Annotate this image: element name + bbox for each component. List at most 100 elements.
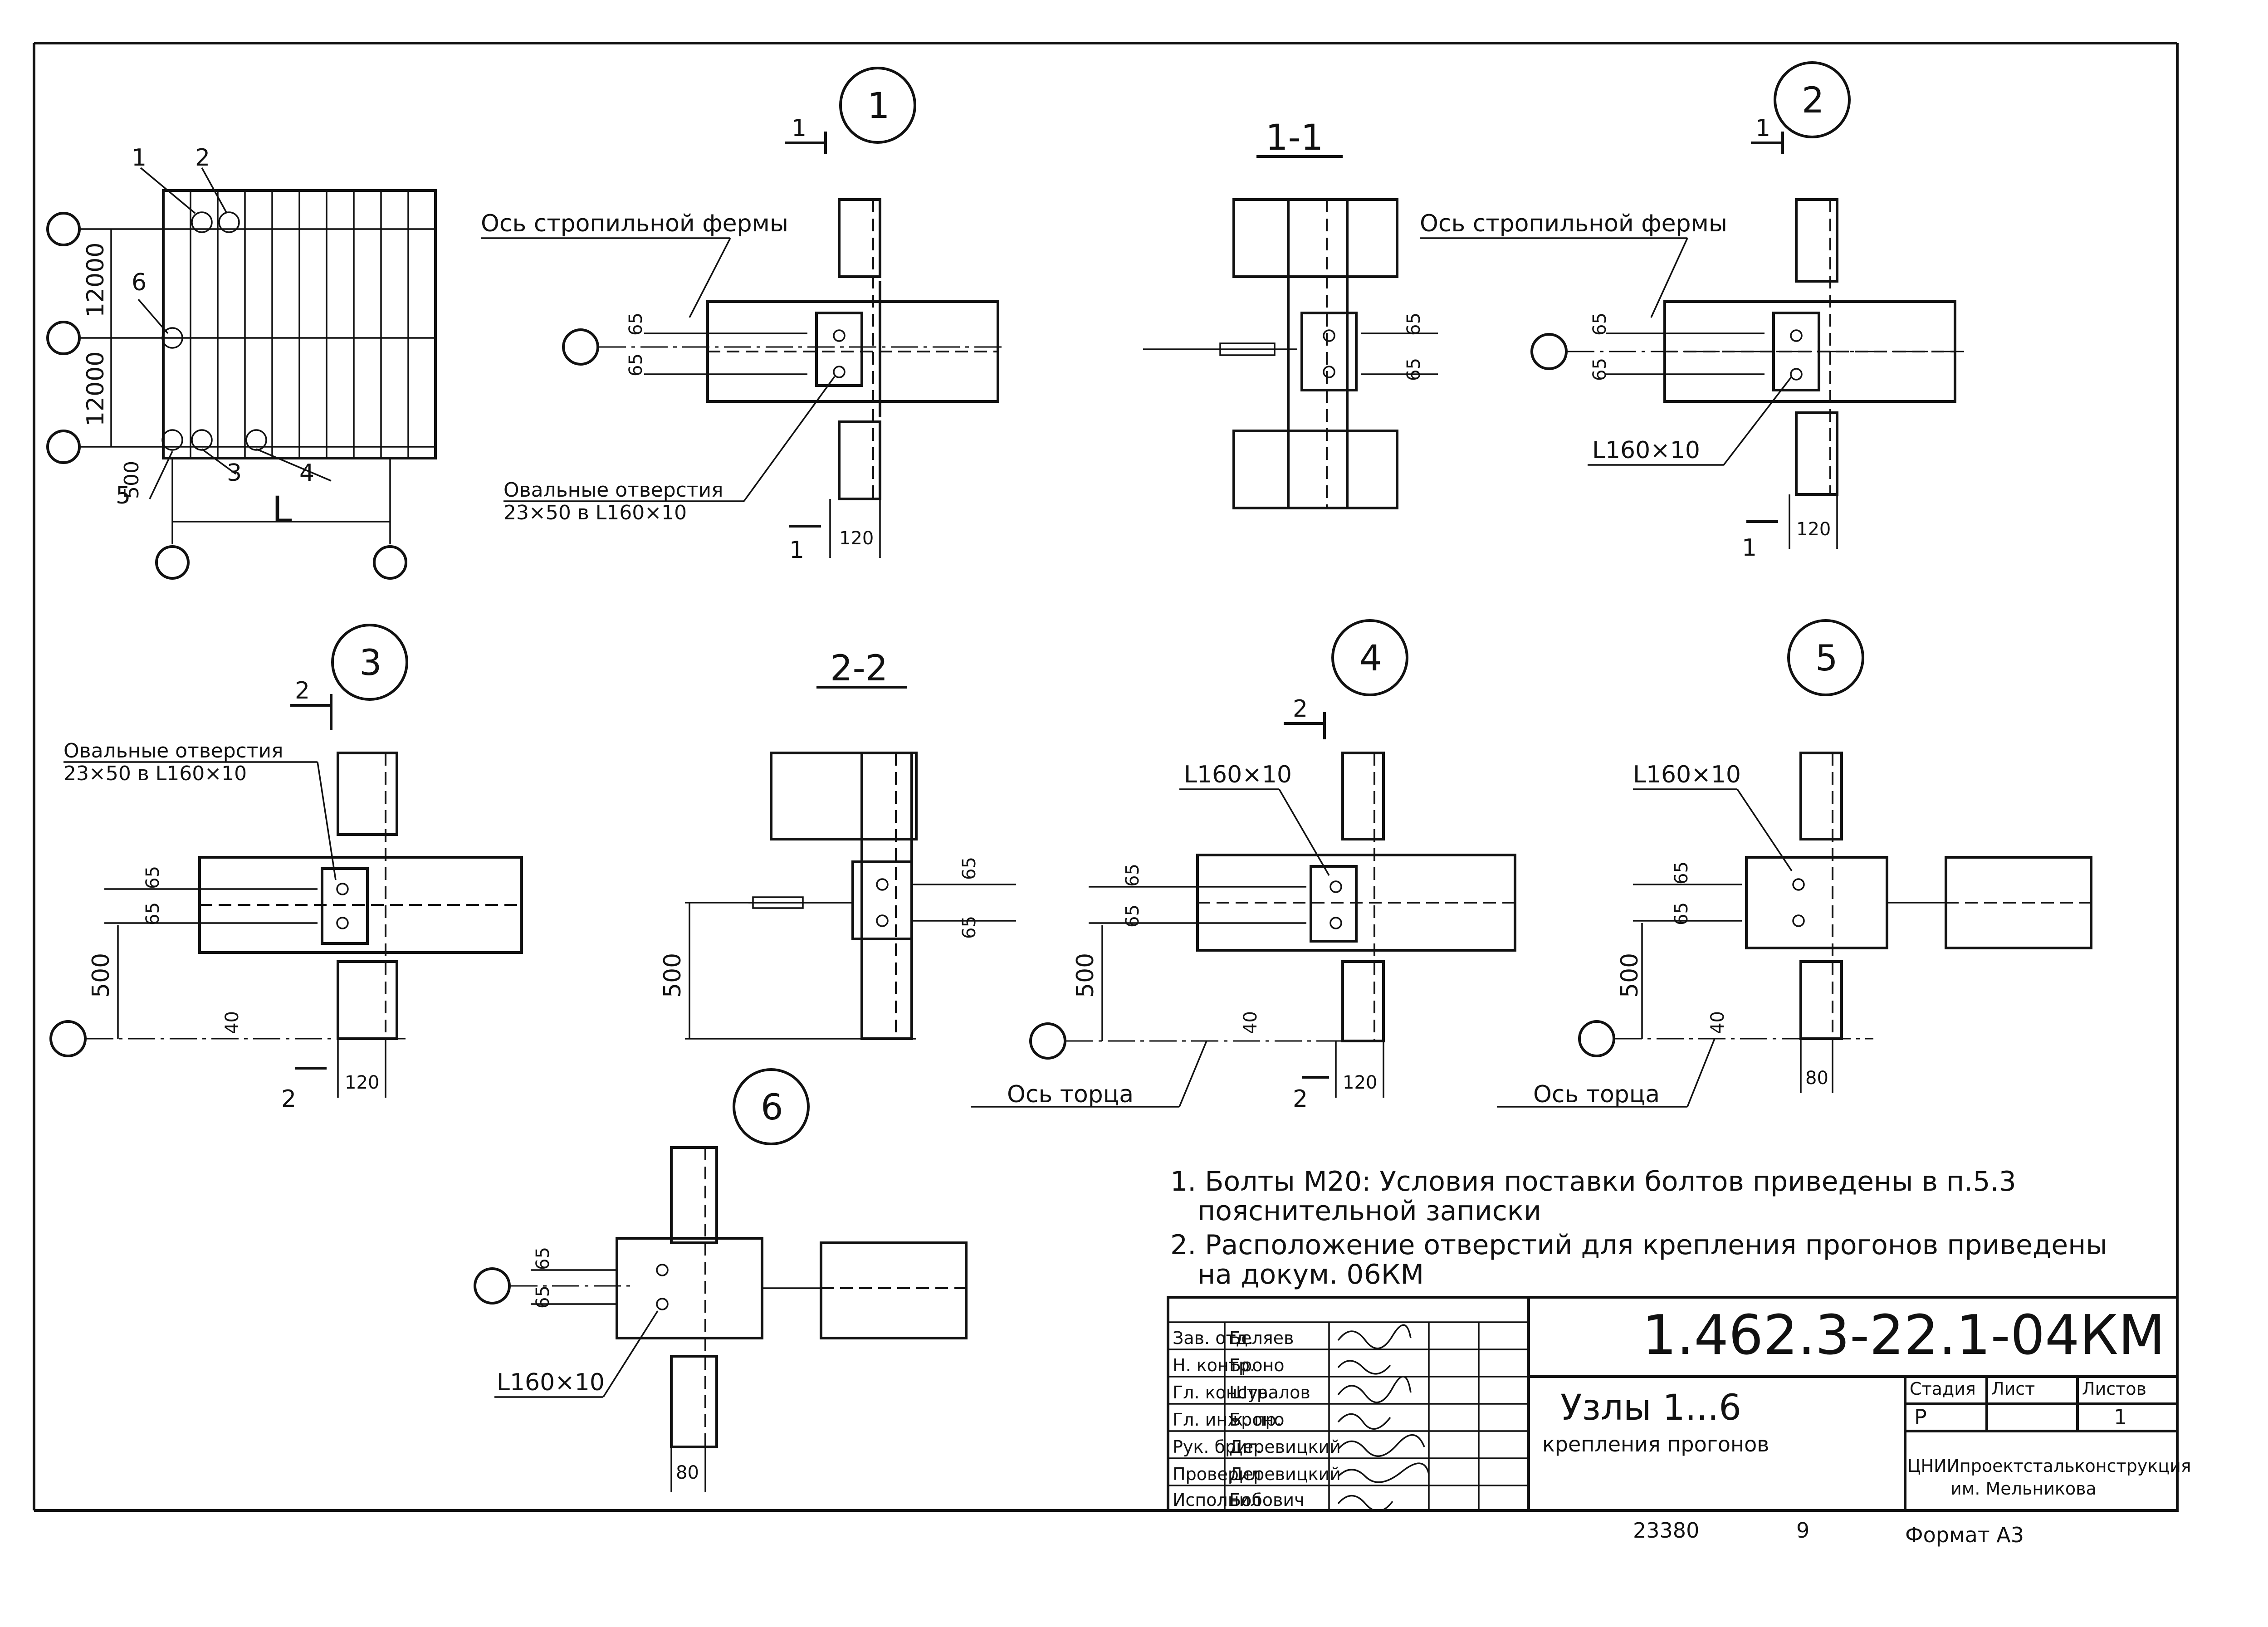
node-3-dim-65b: 65 xyxy=(142,902,163,925)
name-2: Шувалов xyxy=(1229,1383,1310,1402)
section-2-2-label: 2-2 xyxy=(830,648,888,689)
plan-callout-3: 3 xyxy=(227,459,242,487)
name-4: Деревицкий xyxy=(1229,1437,1341,1457)
node-4-cut-label: 2 xyxy=(1293,695,1308,723)
section-2-2-dim-500: 500 xyxy=(659,953,686,998)
section-1-1-dim-65b: 65 xyxy=(1403,358,1424,381)
node-2: 2 1 65 65 120 1 Ось стропильной фермы L1… xyxy=(1420,61,1964,562)
node-6-dim-65b: 65 xyxy=(533,1285,553,1309)
title-line2: крепления прогонов xyxy=(1542,1432,1769,1456)
node-4-dim-65a: 65 xyxy=(1122,864,1143,887)
name-6: Бобович xyxy=(1229,1490,1305,1510)
notes: 1. Болты М20: Условия поставки болтов пр… xyxy=(1170,1166,2107,1290)
stage-value: Р xyxy=(1914,1405,1927,1429)
signatures xyxy=(1337,1324,1430,1512)
node-5-end-axis-label: Ось торца xyxy=(1533,1081,1660,1108)
name-1: Броно xyxy=(1229,1355,1285,1375)
node-2-truss-axis-label: Ось стропильной фермы xyxy=(1420,210,1727,237)
note-1-line1: 1. Болты М20: Условия поставки болтов пр… xyxy=(1170,1166,2016,1197)
node-3-number: 3 xyxy=(359,643,382,684)
name-5: Деревицкий xyxy=(1229,1464,1341,1484)
node-4-dim-40: 40 xyxy=(1240,1011,1261,1034)
sheet-header: Лист xyxy=(1991,1379,2035,1399)
node-3-dim-120: 120 xyxy=(345,1072,379,1093)
node-1-cut-label: 1 xyxy=(792,115,807,142)
node-4-end-axis-label: Ось торца xyxy=(1007,1081,1134,1108)
node-2-cut-label: 1 xyxy=(1755,115,1770,142)
node-1-number: 1 xyxy=(867,86,890,127)
plan-dim-12000-bottom: 12000 xyxy=(82,352,109,426)
plan-callout-1: 1 xyxy=(132,144,147,171)
section-1-1-label: 1-1 xyxy=(1266,117,1323,158)
sheet-frame xyxy=(33,42,2179,1512)
node-6-dim-65a: 65 xyxy=(533,1247,553,1270)
node-4-number: 4 xyxy=(1359,638,1382,679)
section-1-1-dim-65a: 65 xyxy=(1403,313,1424,336)
title-block: Зав. отд. Н. контр. Гл. констр. Гл. инж.… xyxy=(1167,1296,2191,1512)
role-0: Зав. отд. xyxy=(1173,1328,1253,1348)
node-5-dim-500: 500 xyxy=(1616,953,1643,998)
plan-dim-500: 500 xyxy=(120,461,143,499)
footer: 23380 9 Формат А3 xyxy=(1633,1518,2024,1547)
node-1-oval-holes-line2: 23×50 в L160×10 xyxy=(503,501,687,524)
section-2-2-dim-65b: 65 xyxy=(959,916,980,939)
title-line1: Узлы 1...6 xyxy=(1560,1388,1741,1428)
section-2-2-dim-65a: 65 xyxy=(959,857,980,880)
node-4: 4 2 65 65 500 40 120 2 L160×10 Ось торца xyxy=(971,619,1516,1113)
node-1: 1 1 65 65 120 1 Ось стропильной фермы Ов… xyxy=(481,67,1007,564)
footer-number: 23380 xyxy=(1633,1518,1699,1543)
footer-mark: 9 xyxy=(1796,1518,1809,1543)
plan-callout-5: 5 xyxy=(116,482,131,509)
node-5-dim-40: 40 xyxy=(1707,1011,1728,1034)
org-line1: ЦНИИпроектстальконструкция xyxy=(1907,1456,2191,1476)
plan-span-label: L xyxy=(272,489,292,530)
note-2-line2: на докум. 06КМ xyxy=(1198,1259,1424,1290)
role-3: Гл. инж. пр. xyxy=(1173,1410,1282,1430)
role-5: Проверил xyxy=(1173,1464,1261,1484)
role-1: Н. контр. xyxy=(1173,1355,1255,1375)
node-3: 3 2 65 65 500 40 120 2 Овальные отверсти… xyxy=(49,624,523,1113)
node-5-angle-label: L160×10 xyxy=(1633,761,1741,788)
node-4-angle-label: L160×10 xyxy=(1184,761,1292,788)
node-3-cut-label: 2 xyxy=(295,677,310,704)
node-4-dim-500: 500 xyxy=(1072,953,1099,998)
node-1-oval-holes-line1: Овальные отверстия xyxy=(503,479,723,502)
designation: 1.462.3-22.1-04КМ xyxy=(1642,1304,2165,1367)
name-0: Беляев xyxy=(1229,1328,1294,1348)
node-1-dim-120: 120 xyxy=(839,528,874,549)
section-1-1: 1-1 65 65 xyxy=(1143,117,1438,509)
sheets-header: Листов xyxy=(2082,1379,2146,1399)
node-4-cut-label-bottom: 2 xyxy=(1293,1085,1308,1113)
node-2-number: 2 xyxy=(1802,80,1824,121)
node-2-dim-120: 120 xyxy=(1796,519,1831,540)
plan-callout-4: 4 xyxy=(299,459,314,487)
node-1-dim-65a: 65 xyxy=(626,313,646,336)
plan-callout-6: 6 xyxy=(132,269,147,296)
role-2: Гл. констр. xyxy=(1173,1383,1273,1402)
roof-plan: 1 2 3 4 5 6 12000 12000 500 L xyxy=(46,144,437,580)
node-2-angle-label: L160×10 xyxy=(1592,437,1700,464)
node-3-oval-holes-line1: Овальные отверстия xyxy=(64,739,284,762)
node-6: 6 65 65 80 L160×10 xyxy=(474,1068,968,1492)
node-6-number: 6 xyxy=(761,1087,783,1128)
node-5-dim-80: 80 xyxy=(1805,1068,1828,1089)
node-3-cut-label-bottom: 2 xyxy=(281,1085,296,1113)
node-5-dim-65a: 65 xyxy=(1671,861,1692,884)
plan-dim-12000-top: 12000 xyxy=(82,243,109,318)
role-4: Рук. бриг. xyxy=(1173,1437,1262,1457)
node-3-dim-500: 500 xyxy=(88,953,115,998)
footer-format: Формат А3 xyxy=(1905,1523,2024,1547)
node-5: 5 65 65 500 40 80 L160×10 Ось торца xyxy=(1497,619,2092,1108)
node-6-angle-label: L160×10 xyxy=(497,1369,605,1396)
org-line2: им. Мельникова xyxy=(1950,1479,2097,1499)
note-2-line1: 2. Расположение отверстий для крепления … xyxy=(1170,1229,2107,1261)
section-2-2: 2-2 500 65 65 xyxy=(659,648,1016,1040)
node-6-dim-80: 80 xyxy=(676,1462,699,1483)
node-3-oval-holes-line2: 23×50 в L160×10 xyxy=(64,762,247,785)
role-6: Исполнил xyxy=(1173,1490,1261,1510)
sheets-value: 1 xyxy=(2114,1405,2127,1429)
node-4-dim-65b: 65 xyxy=(1122,904,1143,928)
node-5-dim-65b: 65 xyxy=(1671,902,1692,925)
node-1-dim-65b: 65 xyxy=(626,353,646,376)
